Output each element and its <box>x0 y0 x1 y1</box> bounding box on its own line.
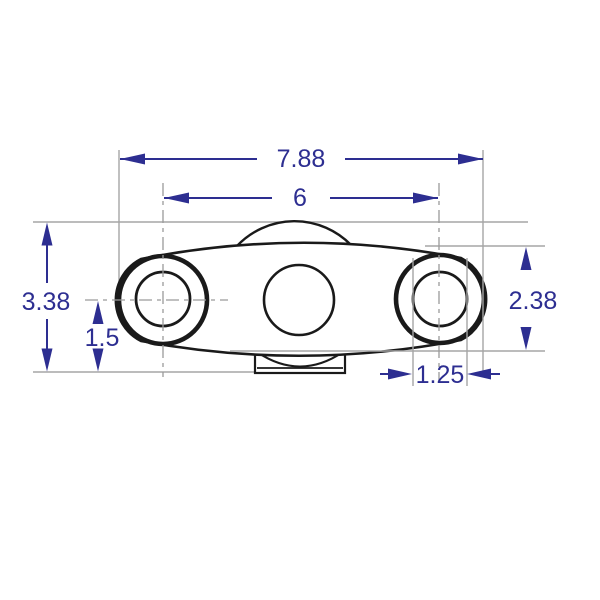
arrow-left-icon <box>164 192 189 204</box>
ball-bottom-arc <box>256 351 344 368</box>
arrow-left-icon <box>120 153 145 165</box>
dim-label-hole-diameter: 1.25 <box>416 361 465 389</box>
dimension-body-thickness: 2.38 <box>509 247 558 350</box>
dimension-overall-width: 7.88 <box>120 145 483 173</box>
part-outline <box>114 219 488 375</box>
dim-label-hole-spacing: 6 <box>293 184 307 212</box>
arrow-right-icon <box>388 368 412 380</box>
arrow-right-icon <box>458 153 483 165</box>
dimension-hole-diameter: 1.25 <box>380 361 500 389</box>
extension-lines-over <box>230 150 545 386</box>
arrow-up-icon <box>41 222 53 246</box>
arrow-up-icon <box>520 247 532 270</box>
arrow-down-icon <box>92 348 104 372</box>
arrow-right-icon <box>413 192 438 204</box>
dimension-hole-spacing: 6 <box>164 184 438 212</box>
dimension-center-to-base: 1.5 <box>85 301 120 372</box>
arrow-down-icon <box>41 348 53 372</box>
arrow-left-icon <box>467 368 491 380</box>
dim-label-overall-width: 7.88 <box>277 145 326 173</box>
dim-label-center-to-base: 1.5 <box>85 324 120 352</box>
right-boss-outer-circle <box>393 252 487 346</box>
dim-label-overall-height: 3.38 <box>22 288 71 316</box>
arrow-down-icon <box>520 327 532 350</box>
center-lines <box>85 183 440 381</box>
ball-dome-arc <box>236 219 352 247</box>
center-hole-circle <box>262 263 336 337</box>
dimension-overall-height: 3.38 <box>22 222 71 372</box>
dim-label-body-thickness: 2.38 <box>509 287 558 315</box>
arrow-up-icon <box>92 301 104 324</box>
